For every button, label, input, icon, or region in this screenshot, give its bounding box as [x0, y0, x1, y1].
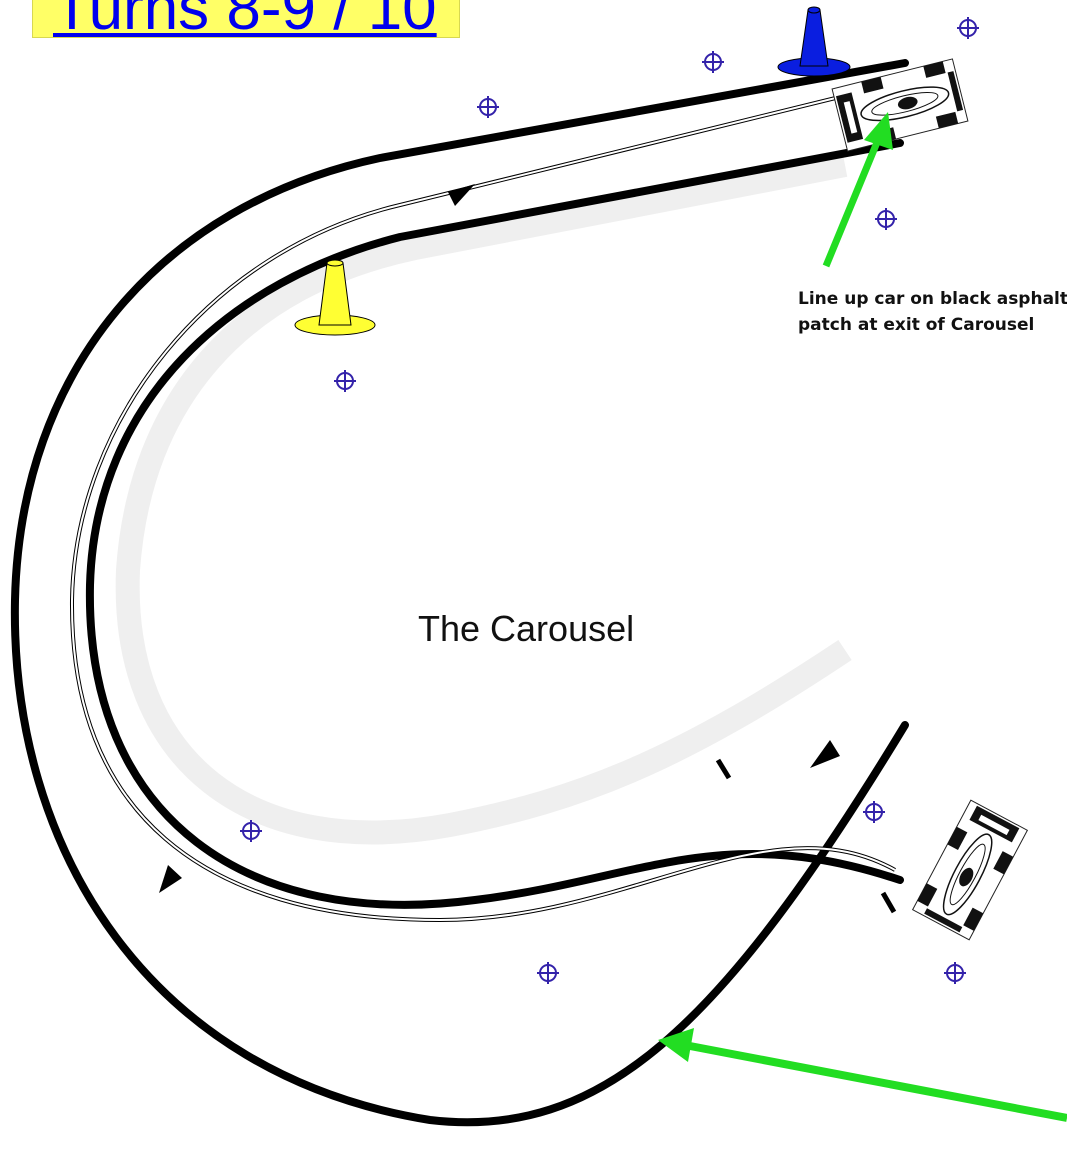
crosshair-marker-icon: [537, 962, 559, 984]
direction-arrow-icon: [448, 184, 475, 206]
pointer-arrow-upper: [822, 112, 893, 268]
yellow-cone-icon: [294, 259, 376, 336]
tick-mark: [715, 758, 732, 780]
crosshair-marker-icon: [240, 820, 262, 842]
crosshair-marker-icon: [334, 370, 356, 392]
racing-line-shading: [115, 153, 852, 845]
crosshair-marker-icon: [477, 96, 499, 118]
tick-mark: [880, 891, 897, 914]
crosshair-marker-icon: [875, 208, 897, 230]
driving-line: [69, 90, 896, 923]
crosshair-marker-icon: [944, 962, 966, 984]
crosshair-marker-icon: [863, 801, 885, 823]
driving-line-inner: [70, 91, 896, 922]
center-label: The Carousel: [418, 608, 635, 649]
direction-arrow-icon: [810, 740, 840, 768]
crosshair-marker-icon: [702, 51, 724, 73]
race-car-icon: [911, 799, 1029, 941]
direction-arrow-icon: [159, 865, 182, 893]
track-inner-edge: [85, 139, 904, 909]
crosshair-marker-icon: [957, 17, 979, 39]
title-link[interactable]: Turns 8-9 / 10: [53, 0, 437, 38]
race-car-icon: [831, 58, 969, 152]
blue-cone-icon: [777, 6, 851, 77]
pointer-arrow-lower: [658, 1028, 1067, 1122]
annotation-text: Line up car on black asphalt patch at ex…: [798, 289, 1067, 335]
track-outer-edge: [10, 59, 909, 1127]
title-banner: Turns 8-9 / 10: [32, 0, 460, 38]
